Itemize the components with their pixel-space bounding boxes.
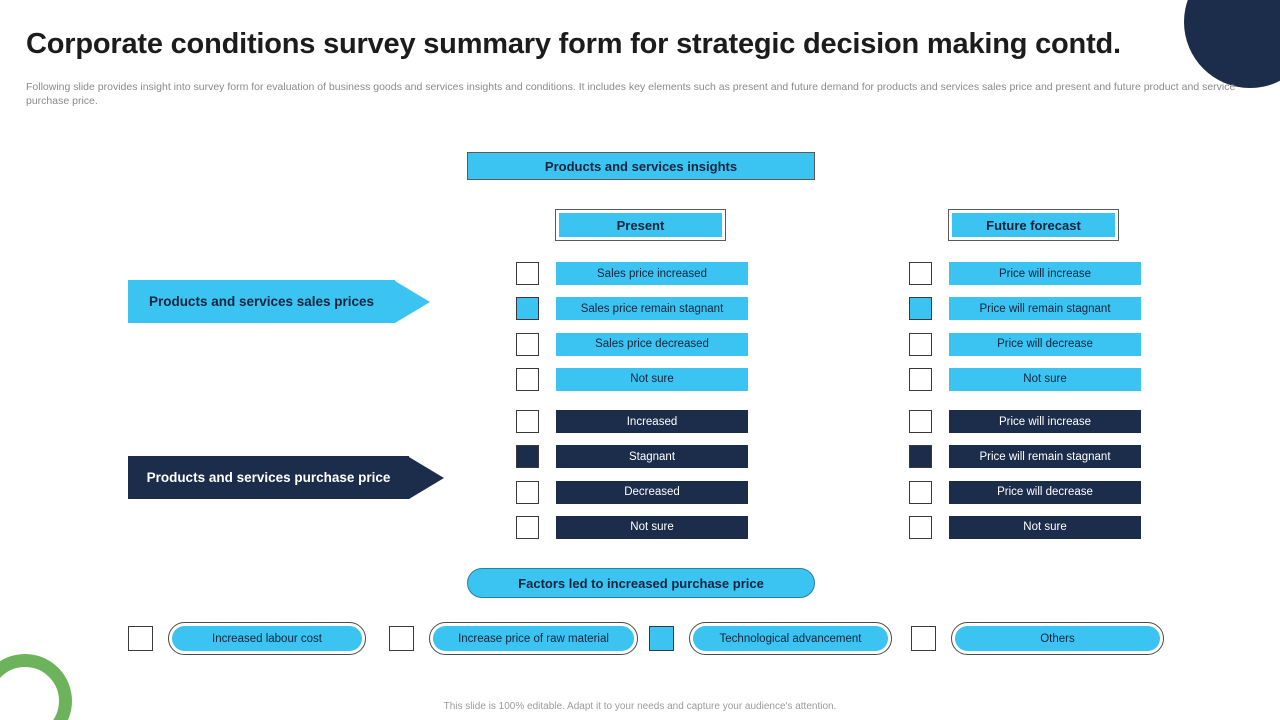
option-checkbox[interactable] <box>909 445 932 469</box>
arrow-head-icon <box>409 456 444 499</box>
option-label[interactable]: Decreased <box>556 480 748 504</box>
option-checkbox[interactable] <box>516 332 539 356</box>
navy-circle-decoration <box>1184 0 1280 88</box>
factor-pill[interactable]: Increase price of raw material <box>429 622 638 655</box>
option-row: Price will decrease <box>909 332 1141 356</box>
factor-pill-label: Technological advancement <box>693 626 888 651</box>
page-subtitle: Following slide provides insight into su… <box>26 81 1236 107</box>
footer-note: This slide is 100% editable. Adapt it to… <box>443 701 837 712</box>
option-row: Sales price remain stagnant <box>516 297 748 321</box>
option-label[interactable]: Increased <box>556 410 748 433</box>
option-row: Stagnant <box>516 445 748 469</box>
option-row: Not sure <box>909 515 1141 539</box>
factor-pill[interactable]: Increased labour cost <box>168 622 366 655</box>
products-services-insights-banner: Products and services insights <box>467 152 815 180</box>
column-header-present: Present <box>555 209 726 241</box>
option-row: Price will increase <box>909 262 1141 285</box>
option-label[interactable]: Stagnant <box>556 445 748 469</box>
option-label[interactable]: Not sure <box>556 515 748 539</box>
arrow-sales-prices-label: Products and services sales prices <box>128 280 395 323</box>
factor-item: Others <box>911 622 1164 655</box>
option-checkbox[interactable] <box>909 332 932 356</box>
option-label[interactable]: Sales price remain stagnant <box>556 297 748 321</box>
option-checkbox[interactable] <box>516 367 539 391</box>
column-header-present-label: Present <box>559 213 722 237</box>
arrow-sales-prices: Products and services sales prices <box>128 280 430 323</box>
option-checkbox[interactable] <box>516 515 539 539</box>
option-label[interactable]: Price will decrease <box>949 332 1141 356</box>
option-checkbox[interactable] <box>909 367 932 391</box>
option-checkbox[interactable] <box>909 297 932 321</box>
option-checkbox[interactable] <box>516 445 539 469</box>
factor-checkbox[interactable] <box>649 626 674 651</box>
option-row: Increased <box>516 410 748 433</box>
option-row: Price will decrease <box>909 480 1141 504</box>
option-row: Decreased <box>516 480 748 504</box>
option-checkbox[interactable] <box>516 410 539 433</box>
option-row: Sales price increased <box>516 262 748 285</box>
option-label[interactable]: Not sure <box>949 367 1141 391</box>
factor-item: Increased labour cost <box>128 622 366 655</box>
option-checkbox[interactable] <box>516 480 539 504</box>
arrow-purchase-price-label: Products and services purchase price <box>128 456 409 499</box>
option-label[interactable]: Not sure <box>949 515 1141 539</box>
page-title: Corporate conditions survey summary form… <box>26 28 1121 60</box>
column-header-future-forecast-label: Future forecast <box>952 213 1115 237</box>
factor-pill[interactable]: Others <box>951 622 1164 655</box>
factors-banner: Factors led to increased purchase price <box>467 568 815 598</box>
option-label[interactable]: Price will remain stagnant <box>949 297 1141 321</box>
option-row: Price will remain stagnant <box>909 297 1141 321</box>
factor-checkbox[interactable] <box>389 626 414 651</box>
factor-checkbox[interactable] <box>128 626 153 651</box>
option-label[interactable]: Sales price decreased <box>556 332 748 356</box>
column-header-future-forecast: Future forecast <box>948 209 1119 241</box>
option-label[interactable]: Price will decrease <box>949 480 1141 504</box>
factor-pill-label: Increased labour cost <box>172 626 362 651</box>
option-checkbox[interactable] <box>909 410 932 433</box>
arrow-head-icon <box>395 280 430 323</box>
option-checkbox[interactable] <box>909 515 932 539</box>
option-row: Sales price decreased <box>516 332 748 356</box>
factor-pill-label: Others <box>955 626 1160 651</box>
option-checkbox[interactable] <box>909 480 932 504</box>
option-label[interactable]: Price will remain stagnant <box>949 445 1141 469</box>
option-label[interactable]: Price will increase <box>949 262 1141 285</box>
factor-item: Increase price of raw material <box>389 622 638 655</box>
factor-item: Technological advancement <box>649 622 892 655</box>
option-row: Not sure <box>516 367 748 391</box>
option-label[interactable]: Sales price increased <box>556 262 748 285</box>
option-row: Not sure <box>909 367 1141 391</box>
option-row: Price will increase <box>909 410 1141 433</box>
option-checkbox[interactable] <box>909 262 932 285</box>
factor-pill[interactable]: Technological advancement <box>689 622 892 655</box>
factor-pill-label: Increase price of raw material <box>433 626 634 651</box>
option-label[interactable]: Not sure <box>556 367 748 391</box>
arrow-purchase-price: Products and services purchase price <box>128 456 444 499</box>
option-row: Not sure <box>516 515 748 539</box>
factor-checkbox[interactable] <box>911 626 936 651</box>
option-row: Price will remain stagnant <box>909 445 1141 469</box>
option-label[interactable]: Price will increase <box>949 410 1141 433</box>
option-checkbox[interactable] <box>516 297 539 321</box>
option-checkbox[interactable] <box>516 262 539 285</box>
